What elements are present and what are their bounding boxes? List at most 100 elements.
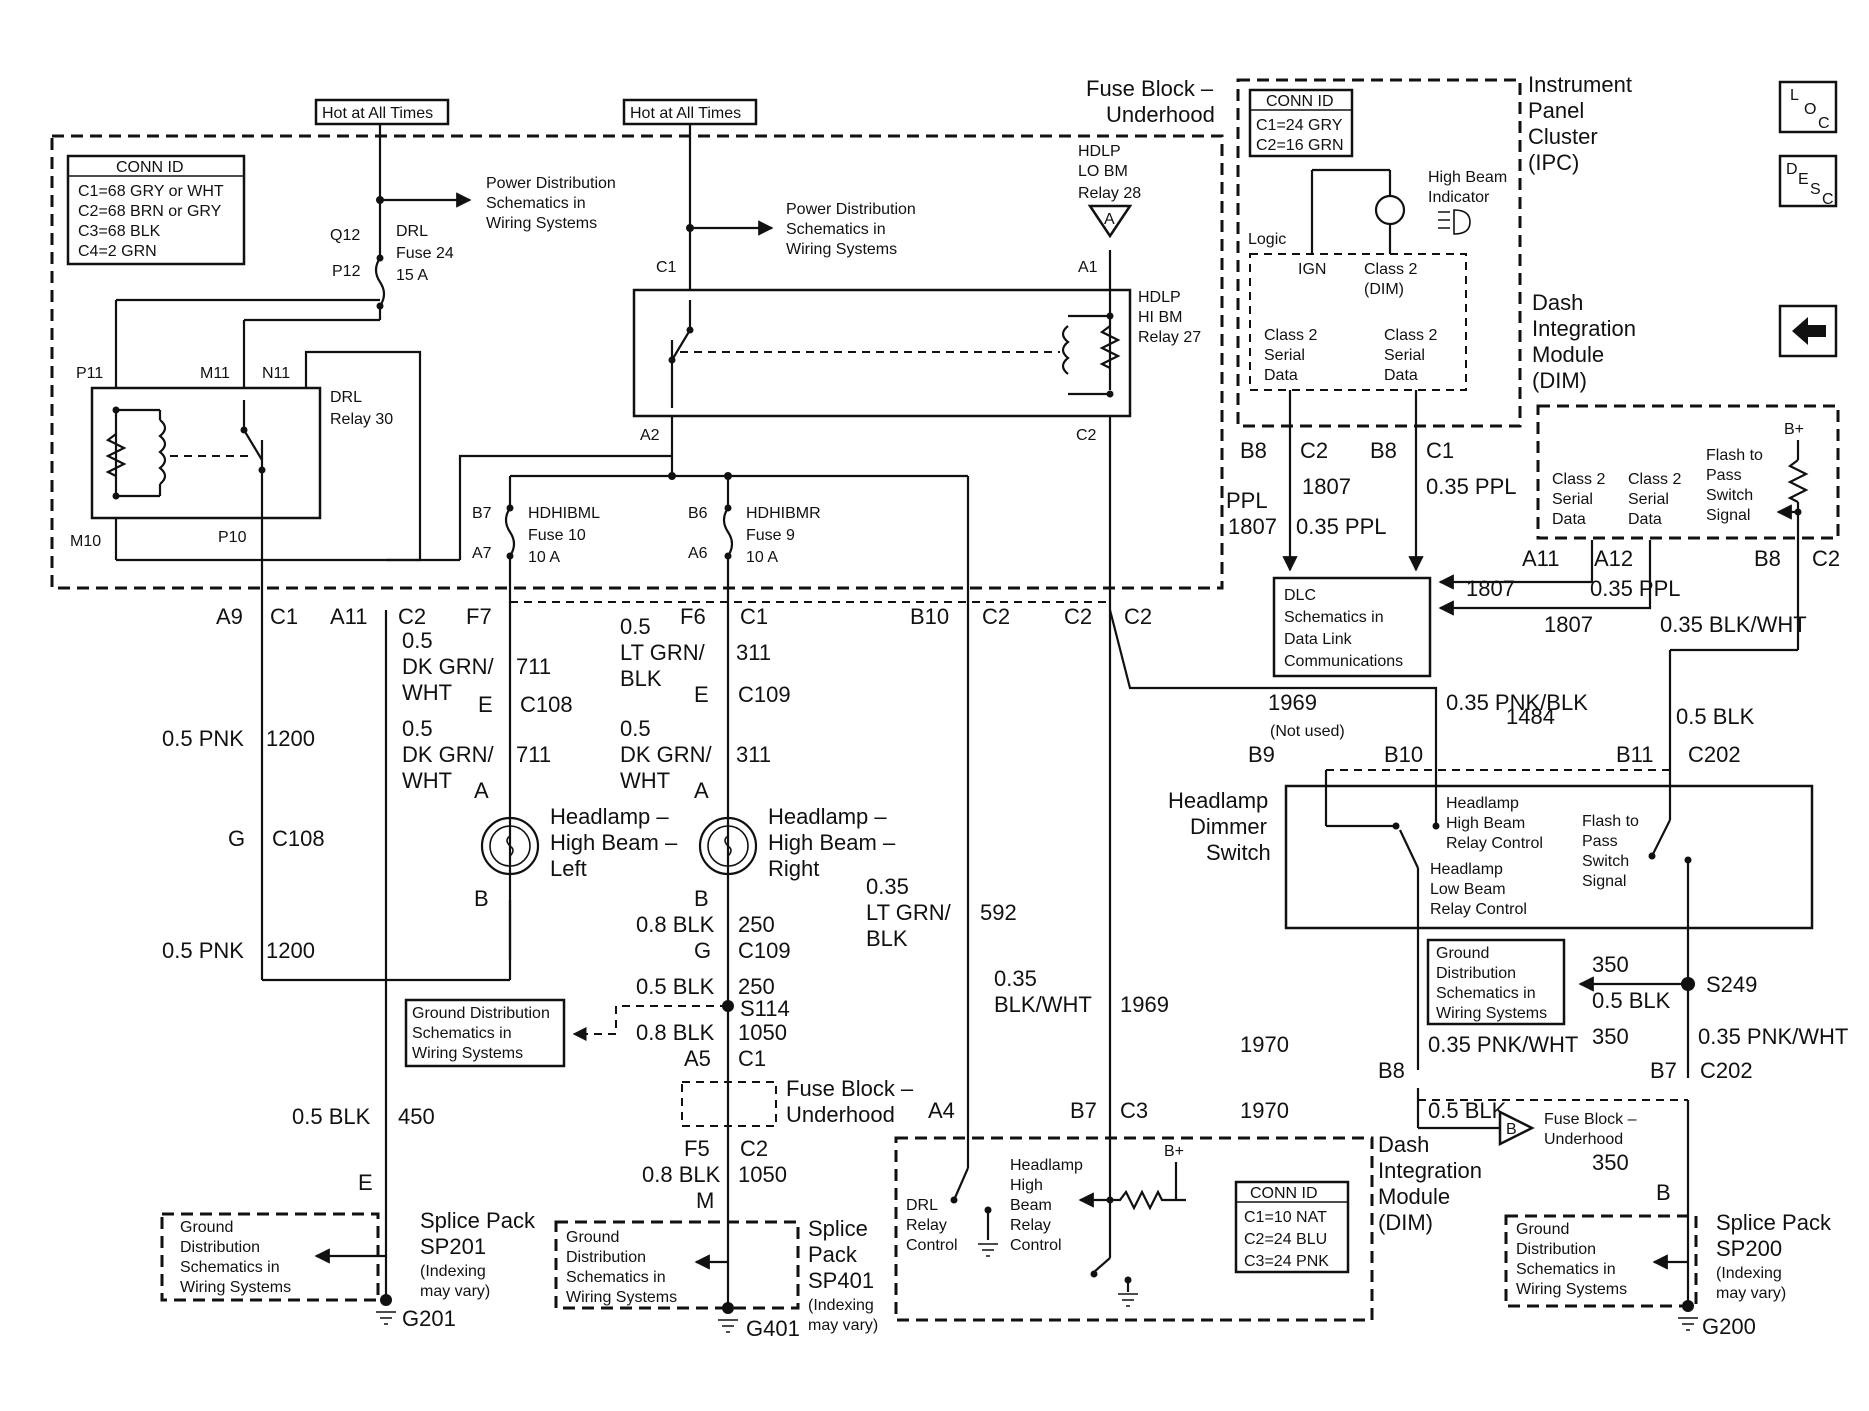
svg-text:0.35: 0.35: [994, 966, 1037, 991]
svg-text:Pass: Pass: [1582, 833, 1618, 850]
svg-text:B11: B11: [1616, 742, 1654, 767]
svg-text:BLK: BLK: [866, 926, 908, 951]
svg-text:Ground: Ground: [1436, 945, 1489, 962]
svg-text:Module: Module: [1532, 342, 1604, 367]
svg-text:Headlamp: Headlamp: [1010, 1157, 1083, 1174]
svg-text:A4: A4: [928, 1098, 955, 1123]
back-arrow-button[interactable]: [1778, 304, 1838, 358]
svg-text:0.35 BLK/WHT: 0.35 BLK/WHT: [1660, 612, 1807, 637]
svg-text:Pack: Pack: [808, 1242, 858, 1267]
svg-text:Headlamp –: Headlamp –: [768, 804, 887, 829]
svg-text:A5: A5: [684, 1046, 711, 1071]
svg-text:Schematics in: Schematics in: [412, 1025, 512, 1042]
svg-text:High Beam –: High Beam –: [550, 830, 678, 855]
svg-text:C1: C1: [740, 604, 768, 629]
svg-text:DRL: DRL: [906, 1197, 938, 1214]
svg-text:(DIM): (DIM): [1364, 281, 1404, 298]
svg-text:Class 2: Class 2: [1384, 327, 1437, 344]
loc-button[interactable]: L O C: [1778, 80, 1838, 134]
svg-text:B7: B7: [472, 505, 492, 522]
svg-text:C3: C3: [1120, 1098, 1148, 1123]
svg-text:C202: C202: [1700, 1058, 1753, 1083]
ipc-class2-wires: B8 C2 B8 C1 PPL 1807 0.35 PPL 1807 0.35 …: [1226, 390, 1517, 572]
svg-text:1050: 1050: [738, 1020, 787, 1045]
back-arrow-icon: [1792, 317, 1826, 345]
svg-text:0.35: 0.35: [866, 874, 909, 899]
svg-text:B10: B10: [1384, 742, 1423, 767]
svg-text:M: M: [696, 1188, 714, 1213]
svg-text:may vary): may vary): [1716, 1285, 1786, 1302]
circuit-1970-dim: 1970 0.5 BLK B Fuse Block – Underhood: [1240, 1098, 1637, 1148]
svg-text:A11: A11: [330, 604, 368, 629]
svg-text:Wiring Systems: Wiring Systems: [180, 1279, 291, 1296]
svg-text:0.8 BLK: 0.8 BLK: [636, 912, 715, 937]
svg-text:Headlamp: Headlamp: [1168, 788, 1268, 813]
svg-text:Panel: Panel: [1528, 98, 1584, 123]
headlamp-high-beam-right: 0.5 LT GRN/ BLK 311 E C109 0.5 DK GRN/ W…: [620, 614, 896, 1071]
svg-text:1484: 1484: [1506, 704, 1555, 729]
svg-text:C3=68 BLK: C3=68 BLK: [78, 223, 161, 240]
svg-text:C3=24 PNK: C3=24 PNK: [1244, 1253, 1329, 1270]
svg-text:HDHIBML: HDHIBML: [528, 505, 600, 522]
svg-text:C108: C108: [272, 826, 325, 851]
svg-text:Splice: Splice: [808, 1216, 868, 1241]
svg-text:Dash: Dash: [1532, 290, 1583, 315]
svg-text:Ground: Ground: [1516, 1221, 1569, 1238]
svg-text:0.5 BLK: 0.5 BLK: [292, 1104, 371, 1129]
svg-text:HDHIBMR: HDHIBMR: [746, 505, 821, 522]
svg-text:0.5 BLK: 0.5 BLK: [636, 974, 715, 999]
splice-pack-sp201: 0.5 BLK 450 E Ground Distribution Schema…: [160, 1104, 536, 1331]
svg-text:1050: 1050: [738, 1162, 787, 1187]
svg-text:Switch: Switch: [1582, 853, 1629, 870]
svg-text:Distribution: Distribution: [1436, 965, 1516, 982]
svg-text:L: L: [1790, 87, 1799, 104]
svg-text:may vary): may vary): [808, 1317, 878, 1334]
svg-text:LO BM: LO BM: [1078, 163, 1128, 180]
svg-text:1200: 1200: [266, 938, 315, 963]
svg-text:P10: P10: [218, 529, 247, 546]
svg-text:C1: C1: [656, 259, 677, 276]
svg-text:C4=2 GRN: C4=2 GRN: [78, 243, 157, 260]
hi-beam-bus: B7 A7 HDHIBML Fuse 10 10 A B6 A6 HDHIBMR…: [458, 416, 970, 1130]
dash-integration-module-lower: A4 B7 C3 DRL Relay Control Headlamp High…: [894, 1098, 1482, 1322]
svg-text:G: G: [694, 938, 711, 963]
svg-text:1807: 1807: [1302, 474, 1351, 499]
svg-text:(Not used): (Not used): [1270, 723, 1345, 740]
svg-text:Flash to: Flash to: [1706, 447, 1763, 464]
svg-text:B8: B8: [1370, 438, 1397, 463]
svg-text:Integration: Integration: [1378, 1158, 1482, 1183]
headlamp-high-beam-left: 0.5 DK GRN/ WHT 711 E C108 0.5 DK GRN/ W…: [402, 628, 678, 911]
desc-button[interactable]: D E S C: [1778, 154, 1838, 208]
svg-text:A: A: [474, 778, 489, 803]
svg-text:Class 2: Class 2: [1552, 471, 1605, 488]
svg-text:Schematics in: Schematics in: [566, 1269, 666, 1286]
svg-text:Wiring Systems: Wiring Systems: [1516, 1281, 1627, 1298]
circuit-1050-lower: F5 C2 0.8 BLK 1050 M: [642, 1130, 787, 1308]
hot-at-all-times-label-2: Hot at All Times: [622, 98, 758, 126]
svg-text:250: 250: [738, 912, 775, 937]
svg-text:Relay: Relay: [906, 1217, 947, 1234]
svg-text:CONN ID: CONN ID: [1266, 93, 1334, 110]
svg-text:B10: B10: [910, 604, 949, 629]
svg-text:Serial: Serial: [1628, 491, 1669, 508]
high-beam-icon: [1438, 209, 1471, 235]
svg-text:C109: C109: [738, 938, 791, 963]
conn-id-ipc: CONN ID C1=24 GRY C2=16 GRN: [1248, 88, 1354, 158]
svg-text:C1: C1: [1426, 438, 1454, 463]
svg-text:Fuse 10: Fuse 10: [528, 527, 586, 544]
svg-text:CONN ID: CONN ID: [1250, 1185, 1318, 1202]
splice-pack-sp401: Ground Distribution Schematics in Wiring…: [554, 1216, 878, 1341]
svg-text:BLK/WHT: BLK/WHT: [994, 992, 1092, 1017]
svg-text:0.8 BLK: 0.8 BLK: [642, 1162, 721, 1187]
svg-text:C2=24 BLU: C2=24 BLU: [1244, 1231, 1327, 1248]
ipc-title: Instrument Panel Cluster (IPC): [1528, 72, 1632, 175]
svg-text:Beam: Beam: [1010, 1197, 1052, 1214]
svg-text:A11: A11: [1522, 546, 1560, 571]
svg-text:(Indexing: (Indexing: [808, 1297, 874, 1314]
svg-text:350: 350: [1592, 1150, 1629, 1175]
svg-text:High Beam: High Beam: [1428, 169, 1507, 186]
svg-text:Ground: Ground: [180, 1219, 233, 1236]
svg-text:DK GRN/: DK GRN/: [402, 654, 495, 679]
svg-text:O: O: [1804, 101, 1816, 118]
svg-text:Flash to: Flash to: [1582, 813, 1639, 830]
